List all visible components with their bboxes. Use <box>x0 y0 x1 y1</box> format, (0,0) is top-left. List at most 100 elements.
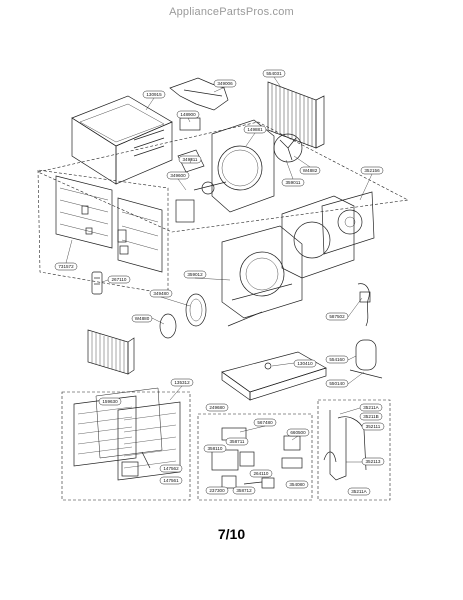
part-358711: 358711 <box>225 437 249 446</box>
motor-bracket <box>175 117 227 223</box>
refrigerant-tubing <box>323 410 367 481</box>
base-pan <box>221 351 327 401</box>
svg-text:349480: 349480 <box>153 291 169 296</box>
svg-text:W4882: W4882 <box>303 168 318 173</box>
part-660500: 660500 <box>286 428 310 437</box>
part-554031: 554031 <box>262 69 286 78</box>
svg-text:550140: 550140 <box>329 381 345 386</box>
part-354080: 354080 <box>285 480 309 489</box>
blower-wheel <box>159 293 263 339</box>
part-159630: 159630 <box>98 397 122 406</box>
remote-control <box>91 271 103 295</box>
site-watermark: AppliancePartsPros.com <box>169 6 294 18</box>
svg-text:358712: 358712 <box>236 488 252 493</box>
part-358110: 358110 <box>203 444 227 453</box>
part-352113: 352113 <box>361 457 385 466</box>
svg-text:249680: 249680 <box>209 405 225 410</box>
part-w4880: W4880 <box>131 314 153 323</box>
part-267110: 267110 <box>107 275 131 284</box>
part-147562: 147562 <box>159 464 183 473</box>
svg-text:35211B: 35211B <box>363 414 379 419</box>
svg-text:147561: 147561 <box>163 478 179 483</box>
part-147561: 147561 <box>159 476 183 485</box>
part-554160: 554160 <box>325 355 349 364</box>
part-35211a: 35211A <box>359 403 383 412</box>
fan-shroud-upper <box>211 119 275 213</box>
part-135312: 135312 <box>170 378 194 387</box>
svg-text:354080: 354080 <box>289 482 305 487</box>
part-349811: 349811 <box>178 155 202 164</box>
part-731572: 731572 <box>54 262 78 271</box>
svg-text:237300: 237300 <box>209 488 225 493</box>
part-35211b: 35211B <box>359 412 383 421</box>
svg-text:352111: 352111 <box>366 424 381 429</box>
condenser-fan <box>273 133 303 163</box>
page-number: 7/10 <box>217 526 246 542</box>
part-149881: 149881 <box>243 125 267 134</box>
svg-text:148900: 148900 <box>180 112 196 117</box>
part-249680: 249680 <box>205 403 229 412</box>
svg-text:359012: 359012 <box>187 272 203 277</box>
compressor <box>349 283 383 379</box>
control-parts <box>211 427 303 489</box>
blower-housing <box>221 225 303 319</box>
evaporator-coil <box>87 329 135 375</box>
svg-text:135312: 135312 <box>174 380 190 385</box>
top-bracket <box>169 77 229 111</box>
evaporator-housing <box>281 191 375 279</box>
part-358712: 358712 <box>232 486 256 495</box>
control-box <box>197 413 313 501</box>
part-35211a-lower: 35211A <box>347 487 371 496</box>
main-section-outline <box>37 121 409 233</box>
part-359011: 359011 <box>281 178 305 187</box>
svg-text:349600: 349600 <box>170 173 186 178</box>
svg-text:130915: 130915 <box>146 92 162 97</box>
part-148900: 148900 <box>176 110 200 119</box>
part-567480: 567480 <box>253 418 277 427</box>
svg-text:W4880: W4880 <box>135 316 150 321</box>
svg-text:731572: 731572 <box>58 264 74 269</box>
svg-text:352113: 352113 <box>366 459 381 464</box>
part-349600: 349600 <box>166 171 190 180</box>
part-264110: 264110 <box>249 469 273 478</box>
svg-text:130410: 130410 <box>297 361 313 366</box>
svg-text:149881: 149881 <box>247 127 263 132</box>
part-587502: 587502 <box>325 312 349 321</box>
front-grille-box <box>61 391 191 501</box>
svg-text:567480: 567480 <box>257 420 273 425</box>
svg-text:358711: 358711 <box>230 439 245 444</box>
part-550140: 550140 <box>325 379 349 388</box>
svg-text:35211A: 35211A <box>351 489 367 494</box>
svg-text:554031: 554031 <box>266 71 282 76</box>
svg-text:358110: 358110 <box>208 446 223 451</box>
svg-text:264110: 264110 <box>254 471 269 476</box>
svg-text:267110: 267110 <box>112 277 127 282</box>
svg-text:660500: 660500 <box>290 430 306 435</box>
part-w4882: W4882 <box>299 166 321 175</box>
part-130410: 130410 <box>293 359 317 368</box>
refrigerant-box <box>317 399 391 501</box>
part-349480: 349480 <box>149 289 173 298</box>
left-panel-outline <box>37 169 169 295</box>
svg-text:352156: 352156 <box>364 168 380 173</box>
svg-text:147562: 147562 <box>163 466 179 471</box>
part-352111: 352111 <box>361 422 385 431</box>
side-panel <box>55 175 163 273</box>
svg-text:159630: 159630 <box>102 399 118 404</box>
svg-text:349006: 349006 <box>217 81 233 86</box>
svg-text:349811: 349811 <box>183 157 198 162</box>
part-130915: 130915 <box>142 90 166 99</box>
part-352156: 352156 <box>360 166 384 175</box>
svg-text:554160: 554160 <box>329 357 345 362</box>
part-labels: 130915 349006 554031 148900 149881 34981… <box>54 69 385 496</box>
part-237300: 237300 <box>205 486 229 495</box>
cabinet <box>71 95 173 185</box>
part-359012: 359012 <box>183 270 207 279</box>
svg-text:35211A: 35211A <box>363 405 379 410</box>
leader-lines <box>65 76 373 463</box>
part-349006: 349006 <box>213 79 237 88</box>
condenser-coil <box>267 81 325 149</box>
svg-text:359011: 359011 <box>286 180 301 185</box>
svg-text:587502: 587502 <box>329 314 345 319</box>
